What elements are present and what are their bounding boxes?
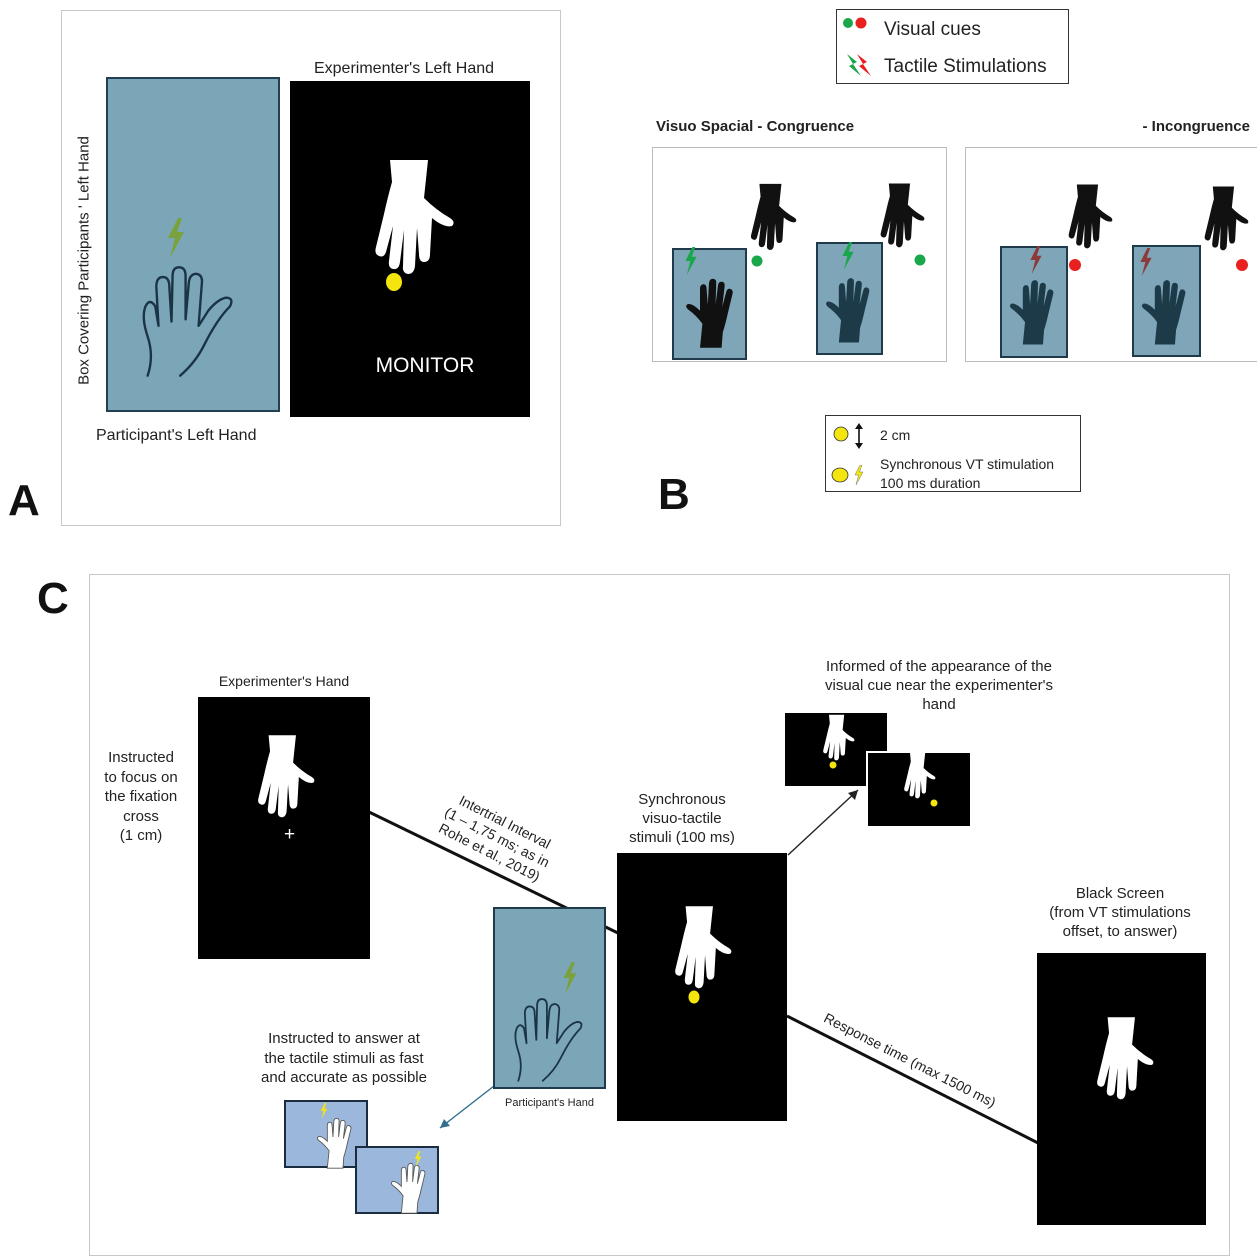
- visual-cue-dot: [688, 990, 700, 1004]
- green-cue-dot: [914, 254, 926, 266]
- fixation-instruction-line: the fixation: [104, 788, 178, 805]
- legend-tactile-bolt-icon: [847, 54, 871, 76]
- incongruence-title: - Incongruence: [1142, 118, 1250, 135]
- informed-line: hand: [922, 696, 956, 713]
- black-screen-line: offset, to answer): [1062, 923, 1178, 940]
- double-arrow-icon: [855, 423, 863, 449]
- experimenter-left-hand-label: Experimenter's Left Hand: [313, 60, 495, 77]
- legend-green-dot-icon: [843, 17, 867, 29]
- fixation-instruction-line: cross: [123, 807, 159, 825]
- incongruence-frame: [965, 147, 1257, 362]
- black-screen-line: (from VT stimulations: [1049, 904, 1191, 921]
- experimenter-hand-label: Experimenter's Hand: [218, 673, 350, 689]
- answer-box-2: [355, 1146, 439, 1214]
- black-screen-line: Black Screen: [1075, 885, 1165, 902]
- red-cue-dot: [1069, 259, 1081, 271]
- answer-line: and accurate as possible: [261, 1069, 427, 1086]
- green-cue-dot: [751, 255, 763, 267]
- tactile-bolt-icon: [562, 962, 578, 994]
- fixation-instruction-line: to focus on: [104, 768, 178, 786]
- monitor-label: MONITOR: [375, 354, 475, 377]
- yellow-dot-icon: [833, 426, 849, 442]
- fixation-instruction-line: (1 cm): [119, 827, 163, 844]
- experimenter-hand-small-icon: [817, 712, 857, 764]
- experimenter-hand-small-icon: [898, 750, 938, 802]
- panel-c-letter: C: [37, 574, 69, 623]
- sync-line: Synchronous: [638, 791, 726, 808]
- participant-left-hand-label: Participant's Left Hand: [96, 427, 257, 444]
- experimenter-hand-icon: [664, 902, 736, 994]
- visual-cue-dot: [386, 273, 402, 291]
- legend-tactile-stimulations: Tactile Stimulations: [884, 56, 1047, 77]
- fixation-instruction: Instructed to focus on the fixation cros…: [94, 748, 188, 846]
- legend-visual-cues: Visual cues: [884, 19, 981, 40]
- sync-line: stimuli (100 ms): [629, 829, 735, 846]
- sync-stimuli-text: Synchronous visuo-tactile stimuli (100 m…: [612, 790, 752, 847]
- informed-text: Informed of the appearance of the visual…: [792, 657, 1086, 714]
- legend2-distance: 2 cm: [880, 427, 911, 443]
- experimenter-hand-icon: [1086, 1012, 1158, 1106]
- fixation-instruction-line: Instructed: [108, 749, 174, 766]
- sync-line: visuo-tactile: [642, 810, 722, 827]
- yellow-dot-icon: [831, 467, 849, 483]
- answer-instruction: Instructed to answer at the tactile stim…: [244, 1029, 444, 1088]
- congruence-title: Visuo Spacial - Congruence: [656, 118, 855, 135]
- participant-box: [106, 77, 280, 412]
- legend-box: [836, 9, 1069, 84]
- experimenter-hand-icon: [247, 732, 319, 822]
- legend2-sync-line1: Synchronous VT stimulation: [880, 456, 1055, 472]
- legend2-box: [825, 415, 1081, 492]
- legend2-sync-line2: 100 ms duration: [880, 475, 981, 491]
- visual-cue-dot: [930, 799, 938, 807]
- panel-a-letter: A: [8, 476, 40, 525]
- participant-box-c: [493, 907, 606, 1089]
- answer-line: Instructed to answer at: [268, 1030, 420, 1047]
- participant-hand-label: Participant's Hand: [505, 1097, 594, 1109]
- congruence-frame: [652, 147, 947, 362]
- answer-line: the tactile stimuli as fast: [264, 1049, 424, 1067]
- informed-line: visual cue near the experimenter's: [825, 677, 1053, 694]
- yellow-bolt-icon: [414, 1150, 422, 1168]
- red-cue-dot: [1236, 259, 1248, 271]
- fixation-cross: +: [284, 824, 296, 845]
- visual-cue-dot: [829, 761, 837, 769]
- panel-b-letter: B: [658, 470, 690, 519]
- black-screen-text: Black Screen (from VT stimulations offse…: [1030, 884, 1210, 941]
- participant-hand-white-icon: [314, 1117, 358, 1169]
- yellow-bolt-icon: [320, 1102, 328, 1120]
- answer-box-1: [284, 1100, 368, 1168]
- informed-line: Informed of the appearance of the: [826, 658, 1052, 675]
- sync-monitor: [617, 853, 787, 1121]
- participant-hand-outline-icon: [510, 986, 592, 1084]
- participant-hand-white-icon: [388, 1162, 432, 1214]
